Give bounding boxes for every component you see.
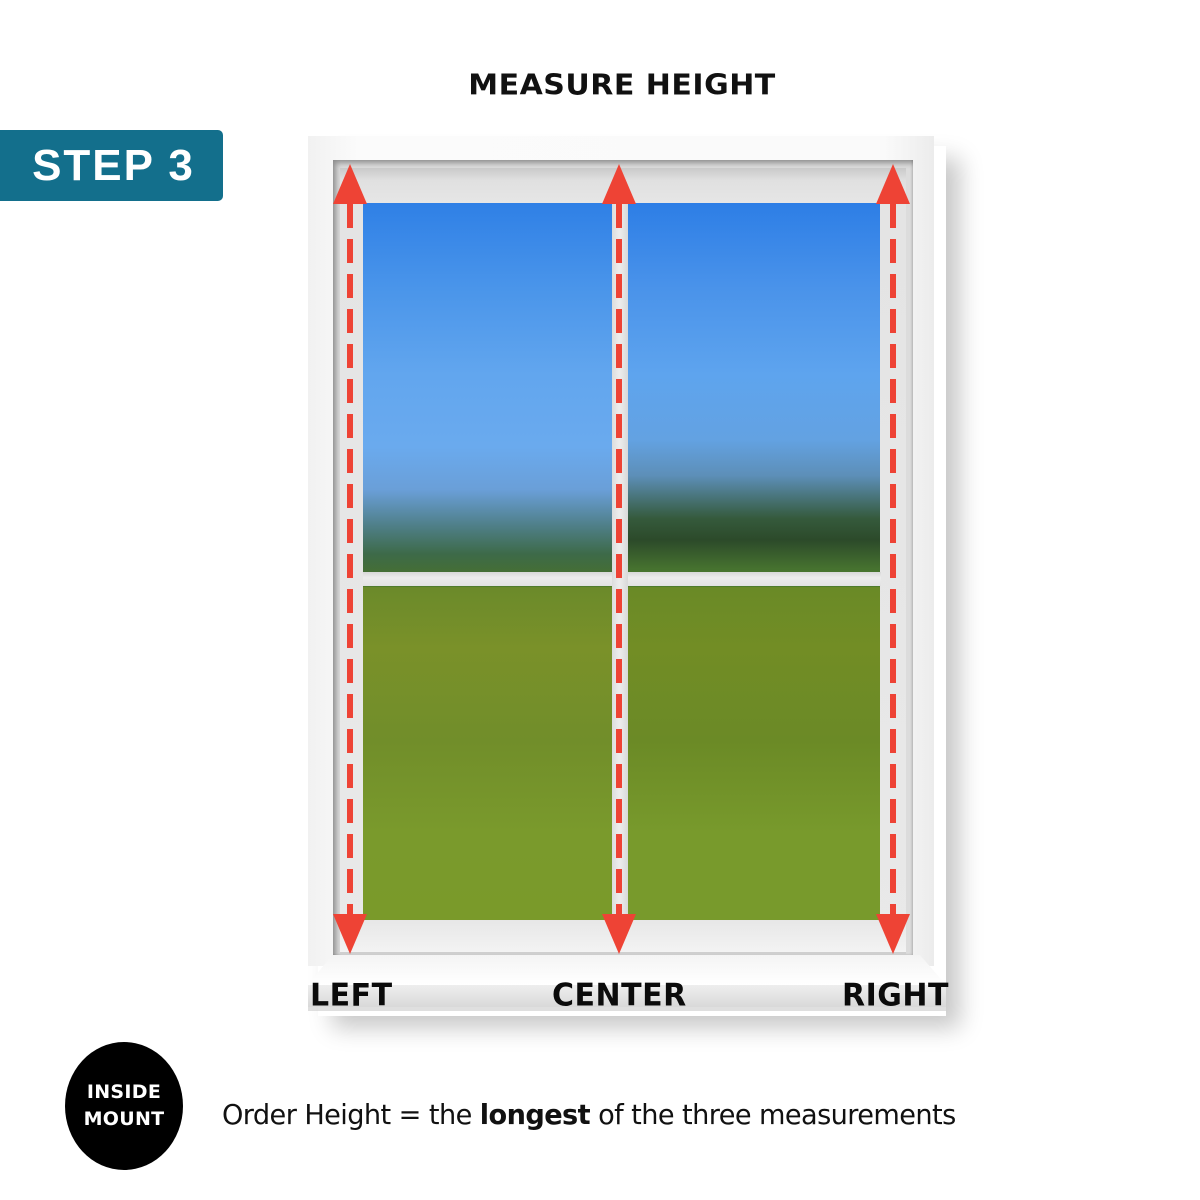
label-left: LEFT bbox=[310, 977, 393, 1014]
window-sill bbox=[300, 955, 954, 1013]
label-center: CENTER bbox=[552, 977, 687, 1014]
outdoor-view bbox=[363, 203, 613, 920]
caption-suffix: of the three measurements bbox=[590, 1098, 956, 1131]
caption-prefix: Order Height = the bbox=[222, 1098, 480, 1131]
step-label: STEP 3 bbox=[32, 140, 195, 190]
outdoor-view bbox=[628, 203, 880, 920]
measure-arrow-center bbox=[599, 164, 639, 964]
glass-pane-right bbox=[628, 203, 880, 920]
inside-mount-badge: INSIDE MOUNT bbox=[65, 1042, 183, 1170]
measure-arrow-right bbox=[873, 164, 913, 964]
mount-badge-line2: MOUNT bbox=[83, 1108, 165, 1130]
mount-badge-line1: INSIDE bbox=[86, 1081, 162, 1103]
page-title: MEASURE HEIGHT bbox=[468, 68, 776, 103]
label-right: RIGHT bbox=[842, 977, 949, 1014]
measure-arrow-left bbox=[330, 164, 370, 964]
order-height-caption: Order Height = the longest of the three … bbox=[222, 1098, 956, 1131]
caption-emphasis: longest bbox=[479, 1098, 591, 1131]
glass-pane-left bbox=[363, 203, 613, 920]
step-badge: STEP 3 bbox=[0, 130, 223, 201]
window-illustration: LEFT CENTER RIGHT bbox=[300, 136, 954, 1014]
